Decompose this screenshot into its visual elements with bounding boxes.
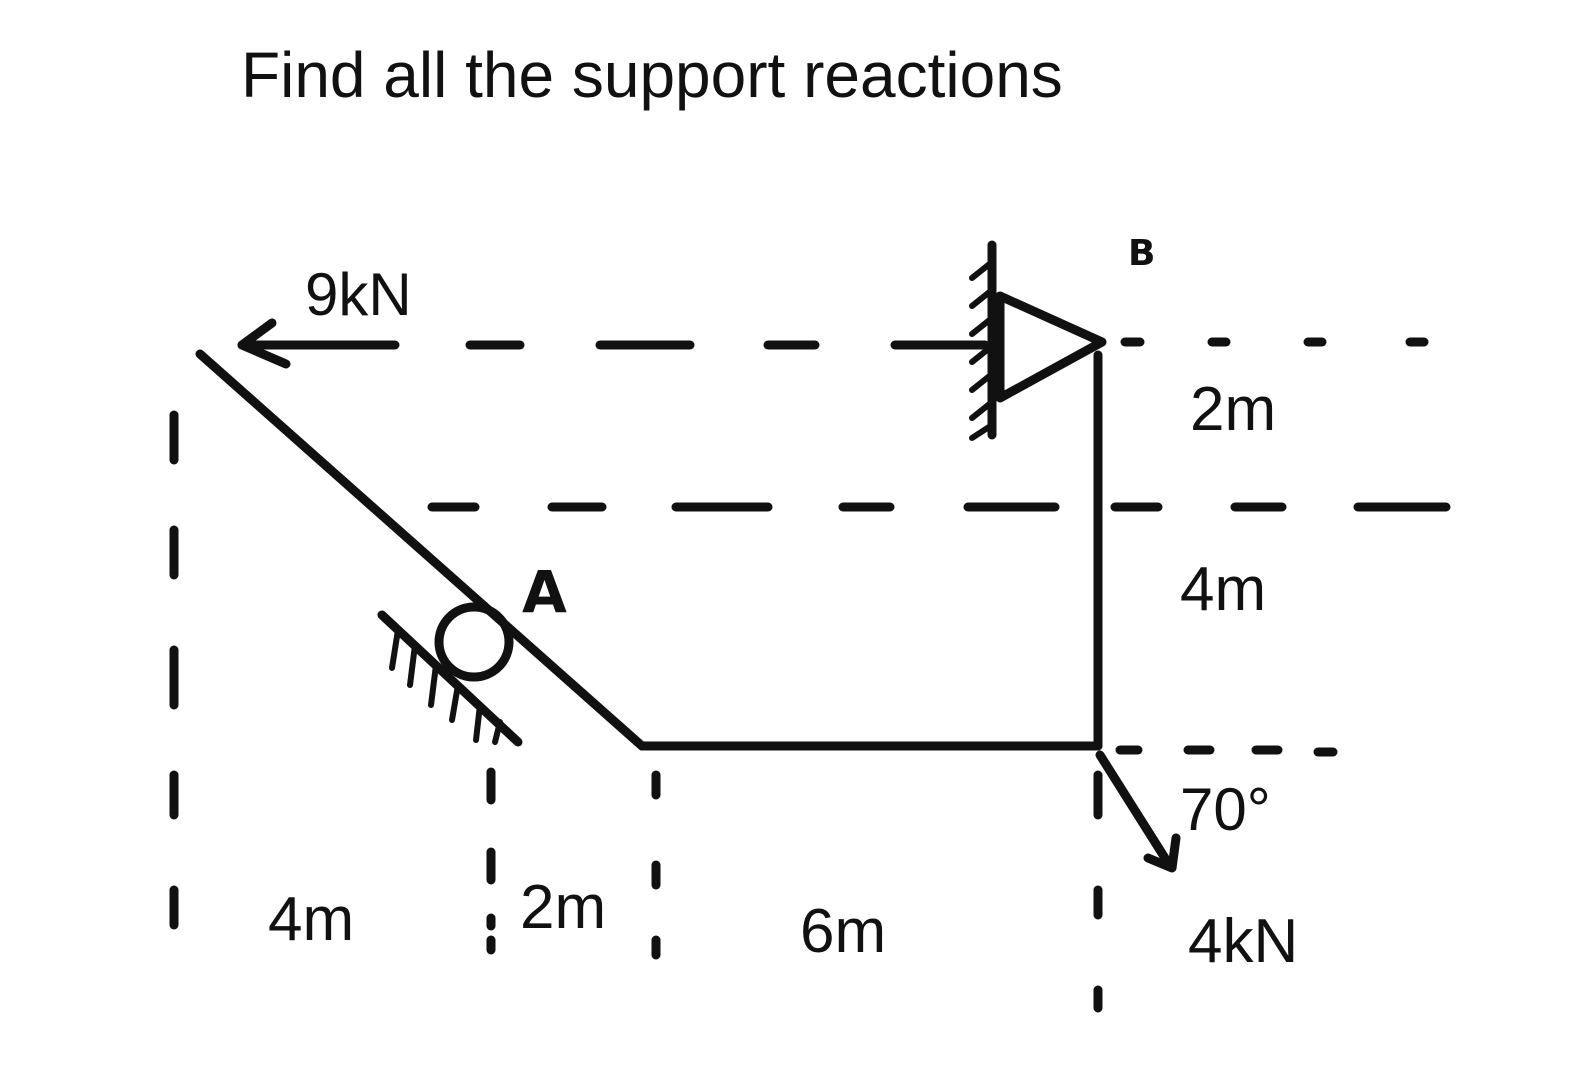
support-label-b: B — [1128, 233, 1155, 274]
problem-title: Find all the support reactions — [241, 39, 1063, 111]
bottom-reference-line — [1115, 745, 1338, 757]
support-label-a: A — [522, 558, 567, 626]
dimension-label-bottom-6m: 6m — [800, 897, 886, 966]
roller-support-a — [377, 602, 523, 747]
force-label-9kn: 9kN — [305, 261, 412, 328]
top-reference-line — [465, 337, 1429, 350]
force-label-4kn: 4kN — [1188, 907, 1298, 976]
dimension-label-mid-4m: 4m — [1180, 555, 1266, 624]
dimension-label-bottom-4m: 4m — [268, 885, 354, 954]
pin-support-b — [969, 240, 1107, 441]
dimension-label-bottom-2m: 2m — [520, 873, 606, 942]
dimension-label-top-2m: 2m — [1190, 375, 1276, 444]
force-arrow-9kn — [237, 318, 400, 369]
inclined-member — [195, 349, 647, 751]
angle-label: 70° — [1180, 776, 1271, 843]
force-arrow-4kn — [1095, 750, 1181, 873]
